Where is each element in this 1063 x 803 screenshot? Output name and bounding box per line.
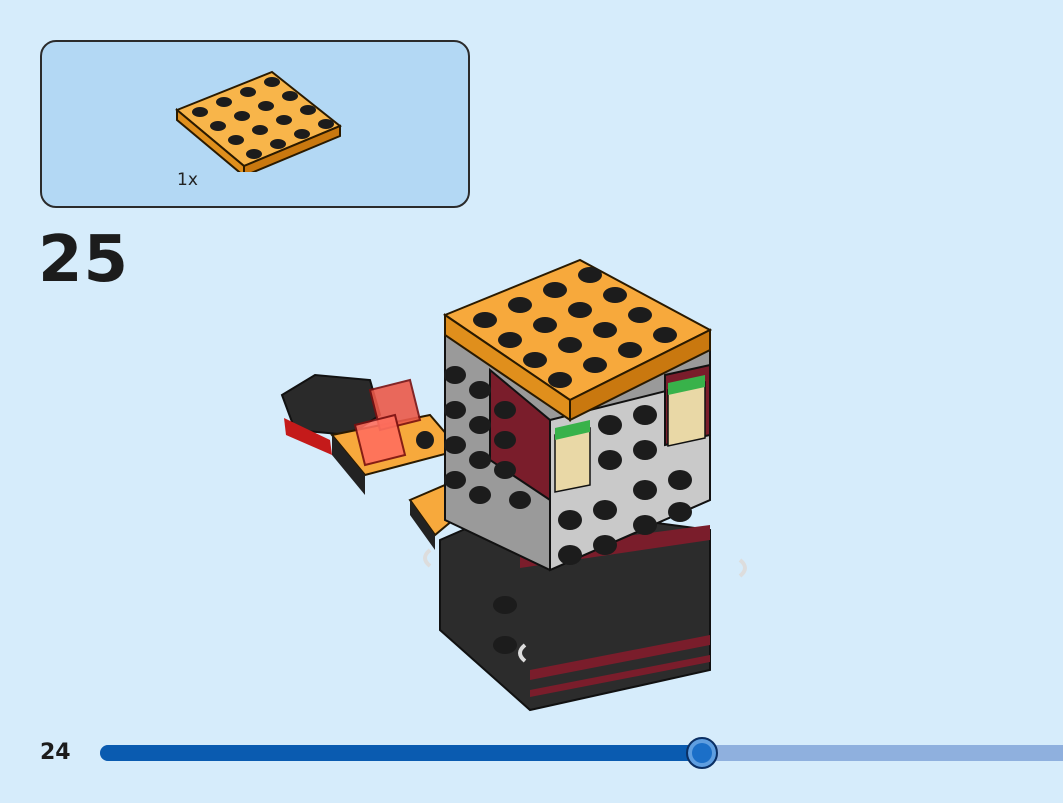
progress-bar [100,745,1063,761]
part-quantity: 1x [177,170,198,190]
parts-callout: 1x [40,40,470,208]
brickheadz-build-model-icon [280,258,747,712]
orange-4x4-plate-icon [175,70,342,172]
page-number: 24 [40,740,71,765]
progress-marker [685,737,718,769]
progress-fill [100,745,702,761]
step-number: 25 [38,223,130,297]
